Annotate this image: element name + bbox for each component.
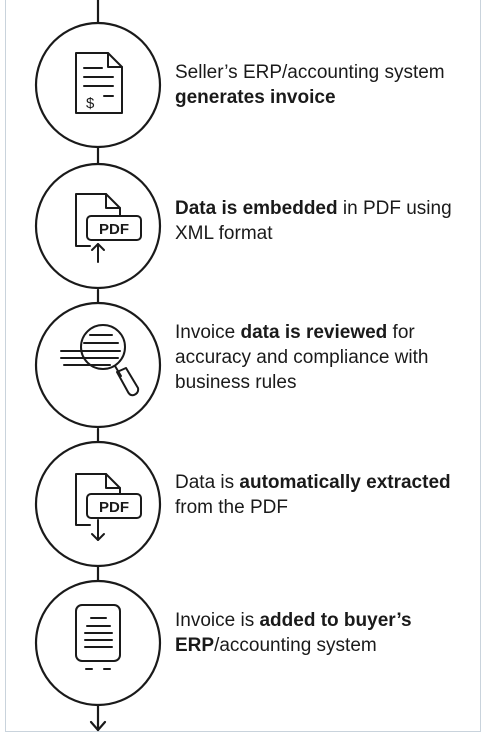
step-text-part: Invoice is	[175, 610, 260, 631]
step-text-bold: added to buyer’s ERP	[175, 610, 412, 656]
step-circle-2	[34, 162, 162, 290]
down-arrow-icon	[89, 720, 107, 732]
step-text-part: Data is	[175, 472, 240, 493]
step-3-text: Invoice data is reviewed for accuracy an…	[175, 320, 475, 395]
step-4-text: Data is automatically extracted from the…	[175, 470, 475, 520]
magnifier-review-icon	[60, 324, 140, 397]
pdf-badge-label: PDF	[99, 499, 129, 516]
step-text-part: in PDF using XML format	[175, 198, 452, 244]
step-text-part: Seller’s ERP/accounting system	[175, 62, 445, 83]
step-circle-1	[34, 21, 162, 149]
step-text-bold: data is reviewed	[240, 322, 388, 343]
pdf-upload-icon	[75, 193, 142, 263]
step-circle-4	[34, 440, 162, 568]
step-circle-5	[34, 579, 162, 707]
step-text-part: for accuracy and compliance with busines…	[175, 322, 429, 393]
step-text-part: from the PDF	[175, 497, 288, 518]
pdf-badge-label: PDF	[99, 221, 129, 238]
step-5-text: Invoice is added to buyer’s ERP/accounti…	[175, 608, 475, 658]
erp-device-icon	[75, 604, 121, 670]
step-text-part: /accounting system	[214, 635, 377, 656]
dollar-sign-icon: $	[86, 95, 95, 112]
step-text-bold: automatically extracted	[239, 472, 451, 493]
step-2-text: Data is embedded in PDF using XML format	[175, 196, 475, 246]
diagram-frame	[5, 0, 481, 732]
step-text-bold: generates invoice	[175, 87, 336, 108]
step-text-bold: Data is embedded	[175, 198, 338, 219]
step-text-part: Invoice	[175, 322, 241, 343]
step-circle-3	[34, 301, 162, 429]
invoice-document-icon	[75, 52, 123, 114]
step-1-text: Seller’s ERP/accounting system generates…	[175, 60, 475, 110]
pdf-download-icon	[75, 473, 142, 541]
